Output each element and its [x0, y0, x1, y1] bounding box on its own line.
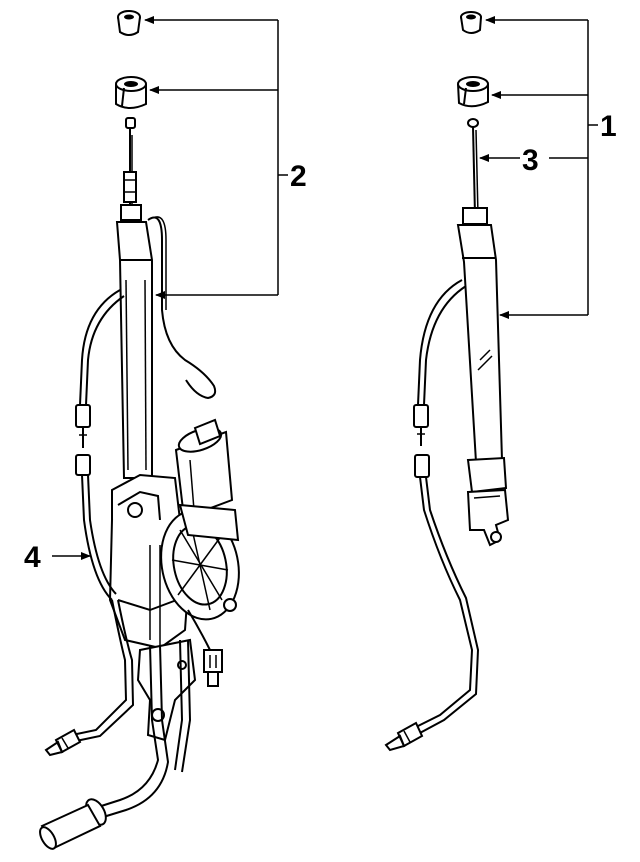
callout-2: 2 [290, 160, 307, 193]
antenna-lead-main [39, 639, 192, 850]
callout-4: 4 [24, 541, 41, 574]
callout-leaders [52, 16, 598, 560]
power-antenna-assembly [39, 10, 240, 850]
callout-1: 1 [600, 110, 617, 143]
antenna-mast-assembly [384, 11, 510, 752]
coax-lead-right [384, 454, 480, 752]
mounting-bracket-left [136, 638, 197, 742]
lead-cable-right [413, 279, 467, 446]
grommet-small-left [117, 10, 141, 36]
mast-left [123, 117, 137, 205]
mast-right [467, 118, 479, 216]
drain-wire [147, 216, 217, 400]
reel-housing [160, 503, 240, 621]
drive-motor [174, 418, 234, 520]
antenna-tube-right [456, 207, 510, 547]
lead-cable-upper [75, 289, 125, 448]
antenna-tube-left [115, 204, 153, 479]
motor-connector [187, 609, 223, 687]
grommet-small-right [460, 11, 482, 34]
callout-3: 3 [522, 144, 539, 177]
coax-lead-lower [44, 454, 135, 757]
bezel-nut-left [115, 76, 147, 109]
bezel-nut-right [457, 76, 489, 108]
